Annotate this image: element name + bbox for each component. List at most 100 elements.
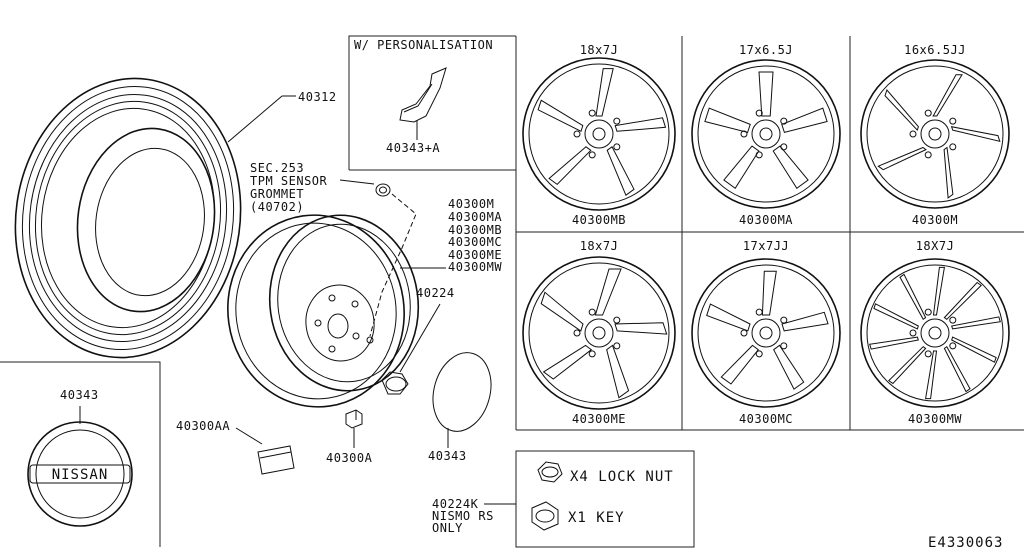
lug-hole xyxy=(573,130,581,138)
wheel-spoke xyxy=(594,268,622,316)
lock-nut-icon xyxy=(537,461,563,483)
lock-nut-text: X4 LOCK NUT xyxy=(570,469,674,485)
wheel-part-4: 40300MC xyxy=(448,235,502,249)
lug-hole xyxy=(924,151,932,159)
wheel-5-part: 40300MC xyxy=(739,412,793,426)
lug-hole xyxy=(588,109,596,117)
wheel-2-part: 40300MA xyxy=(739,213,793,227)
wheel-3-part: 40300M xyxy=(912,213,958,227)
lug-hole xyxy=(780,316,788,324)
wheel-4-part: 40300ME xyxy=(572,412,626,426)
alloy-wheel-3 xyxy=(860,59,1010,209)
cap-disc-part: 40343 xyxy=(428,449,467,463)
wheel-spoke xyxy=(758,71,774,117)
wheel-spoke xyxy=(943,345,971,393)
diagram-code: E4330063 xyxy=(928,535,1003,551)
wheel-2-size: 17x6.5J xyxy=(739,43,793,57)
alloy-wheel-1 xyxy=(522,57,676,211)
lug-hole xyxy=(780,143,788,151)
lug-hole xyxy=(588,308,596,316)
wheel-spoke xyxy=(606,344,630,399)
wheel-spoke xyxy=(761,270,777,316)
wheel-spoke xyxy=(720,344,760,385)
wheel-6-size: 18X7J xyxy=(916,239,955,253)
valve-part-label: 40300A xyxy=(326,451,373,465)
wheel-part-6: 40300MW xyxy=(448,260,502,274)
lug-hole xyxy=(613,117,621,125)
wheel-spoke xyxy=(542,344,593,380)
lug-hole xyxy=(909,329,917,337)
nut-leader xyxy=(399,303,441,373)
steel-wheel xyxy=(227,214,420,408)
wheel-spoke xyxy=(950,126,1001,142)
tire-part: 40312 xyxy=(298,90,337,104)
wheel-spoke xyxy=(723,145,760,190)
wheel-nut xyxy=(381,371,409,395)
wheel-1-part: 40300MB xyxy=(572,213,626,227)
lock-note-1: NISMO RS xyxy=(432,509,494,523)
alloy-wheel-4 xyxy=(522,256,676,410)
weight-part: 40300AA xyxy=(176,419,230,433)
lug-hole xyxy=(613,143,621,151)
wheel-spoke xyxy=(884,89,919,132)
wheel-spoke xyxy=(932,266,945,316)
wheel-spoke xyxy=(704,107,751,134)
wheel-spoke xyxy=(925,350,938,400)
lug-hole xyxy=(740,130,748,138)
wheel-spoke xyxy=(548,146,592,186)
lug-hole xyxy=(780,342,788,350)
lug-hole xyxy=(740,329,748,337)
sensor-dashed-line xyxy=(369,193,417,337)
center-cap-part: 40343 xyxy=(60,388,99,402)
nissan-logo-text: NISSAN xyxy=(52,467,109,483)
weight-leader xyxy=(235,427,263,445)
wheel-spoke xyxy=(932,74,963,117)
wheel-spoke xyxy=(614,322,668,335)
lug-hole xyxy=(949,342,957,350)
lug-hole xyxy=(949,143,957,151)
personalisation-part: 40343+A xyxy=(386,141,440,155)
lug-hole xyxy=(755,151,763,159)
wheel-spoke xyxy=(888,346,927,385)
wheel-spoke xyxy=(951,336,997,363)
lock-key-text: X1 KEY xyxy=(568,510,625,526)
alloy-wheel-5 xyxy=(691,258,841,408)
wheel-spoke xyxy=(540,291,584,332)
sensor-line-1: SEC.253 xyxy=(250,161,304,175)
wheel-part-1: 40300M xyxy=(448,197,494,211)
wheel-3-size: 16x6.5JJ xyxy=(904,43,966,57)
wheel-1-size: 18x7J xyxy=(580,43,619,57)
lock-part: 40224K xyxy=(432,497,479,511)
wheel-spoke xyxy=(595,68,614,117)
lug-hole xyxy=(924,308,932,316)
wheel-spoke xyxy=(873,303,919,330)
wheel-spoke xyxy=(951,316,1001,330)
wheel-spoke xyxy=(773,344,805,390)
tpm-grommet xyxy=(375,183,391,197)
wheel-spoke xyxy=(781,311,829,332)
cap-disc xyxy=(432,352,492,432)
wheel-part-2: 40300MA xyxy=(448,210,502,224)
wheel-spoke xyxy=(706,303,751,332)
lug-hole xyxy=(949,117,957,125)
lug-hole xyxy=(755,308,763,316)
sensor-line-4: (40702) xyxy=(250,200,304,214)
lock-key-icon xyxy=(531,501,559,531)
lug-hole xyxy=(949,316,957,324)
wheel-spoke xyxy=(781,107,828,134)
wheel-4-size: 18x7J xyxy=(580,239,619,253)
lug-hole xyxy=(909,130,917,138)
sensor-line-3: GROMMET xyxy=(250,187,304,201)
frame-lines xyxy=(0,35,1024,548)
personalisation-insert xyxy=(399,67,447,123)
wheel-5-size: 17x7JJ xyxy=(743,239,789,253)
center-cap xyxy=(27,421,133,527)
wheel-spoke xyxy=(537,99,584,133)
wheel-spoke xyxy=(943,281,982,320)
wheel-spoke xyxy=(772,145,809,190)
lug-hole xyxy=(613,342,621,350)
tire-leader xyxy=(227,95,283,143)
sensor-leader xyxy=(339,179,375,185)
lug-hole xyxy=(573,329,581,337)
